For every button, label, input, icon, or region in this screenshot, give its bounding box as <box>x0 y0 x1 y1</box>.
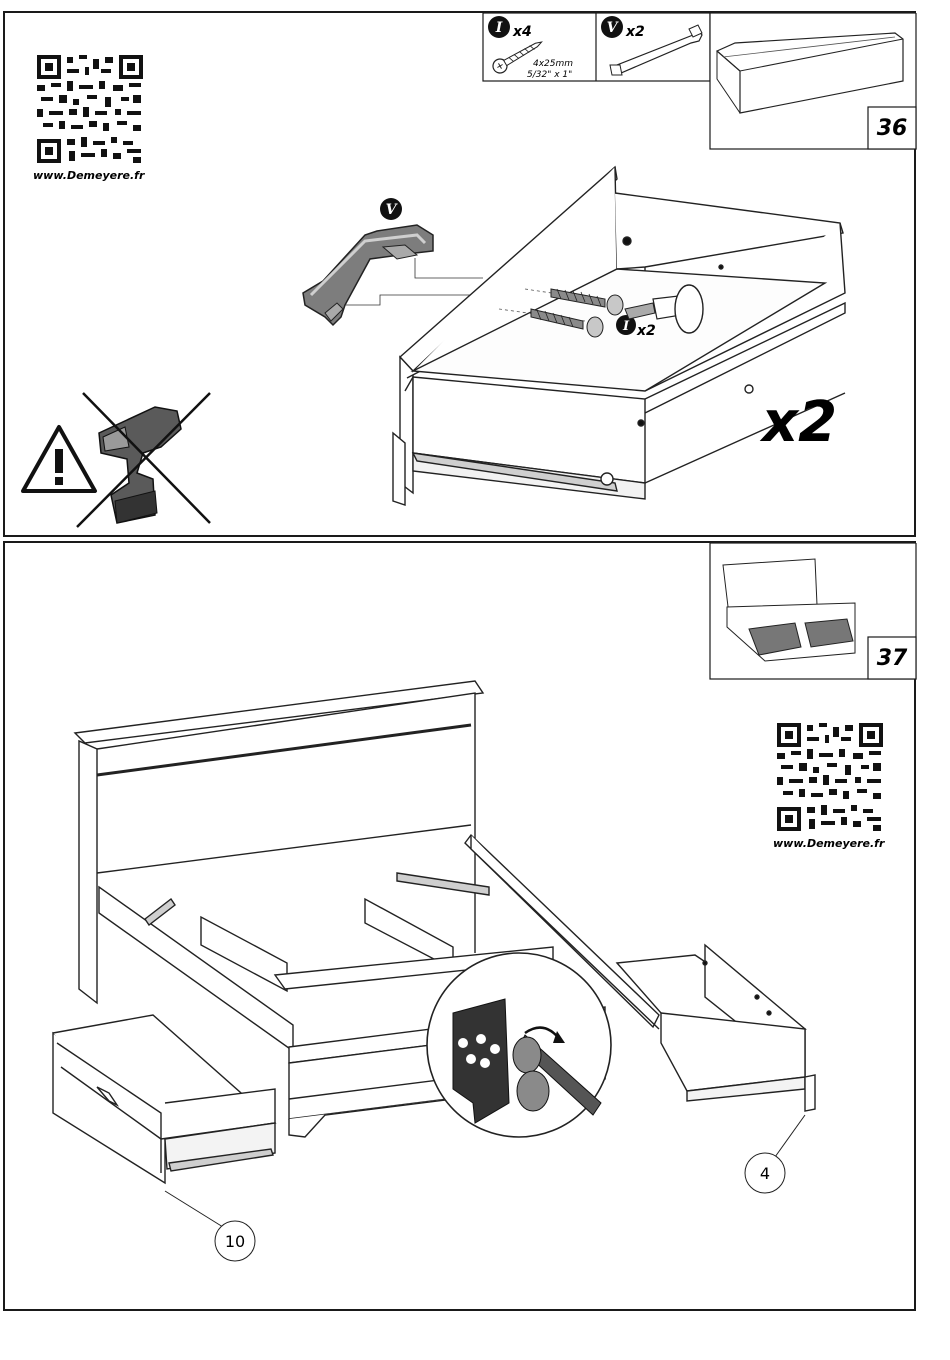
step-thumbnail: 37 <box>710 543 916 679</box>
website-label: www.Demeyere.fr <box>33 169 145 182</box>
step-36-panel: www.Demeyere.fr I x4 4x25mm 5/32" x 1" V… <box>3 11 916 537</box>
part-v-qty: x2 <box>625 24 645 40</box>
part-i-qty: x4 <box>512 24 532 40</box>
svg-text:4: 4 <box>760 1164 770 1183</box>
qr-code-icon <box>37 55 143 163</box>
svg-text:10: 10 <box>225 1232 245 1251</box>
handle-part-v: V <box>303 198 483 325</box>
step-thumbnail: 36 <box>710 13 916 149</box>
screw-qty: x2 <box>636 323 656 339</box>
step-number: 36 <box>877 116 908 141</box>
website-label: www.Demeyere.fr <box>773 837 885 850</box>
part-i-size-mm: 4x25mm <box>533 59 573 69</box>
zoom-detail <box>427 953 611 1137</box>
callout-4: 4 <box>745 1115 805 1193</box>
part-i-size-in: 5/32" x 1" <box>527 70 572 80</box>
qr-code-icon <box>777 723 883 831</box>
bed-illustration <box>53 681 815 1183</box>
parts-legend: I x4 4x25mm 5/32" x 1" V x2 <box>483 13 710 81</box>
repeat-count: x2 <box>759 390 837 455</box>
no-power-drill-icon <box>77 393 210 527</box>
svg-text:I: I <box>495 20 503 36</box>
step-37-panel: 37 www.Demeyere.fr <box>3 541 916 1311</box>
svg-text:I: I <box>622 319 630 334</box>
callout-10: 10 <box>165 1191 255 1261</box>
warning-triangle-icon <box>23 427 95 491</box>
step-number: 37 <box>877 646 908 671</box>
